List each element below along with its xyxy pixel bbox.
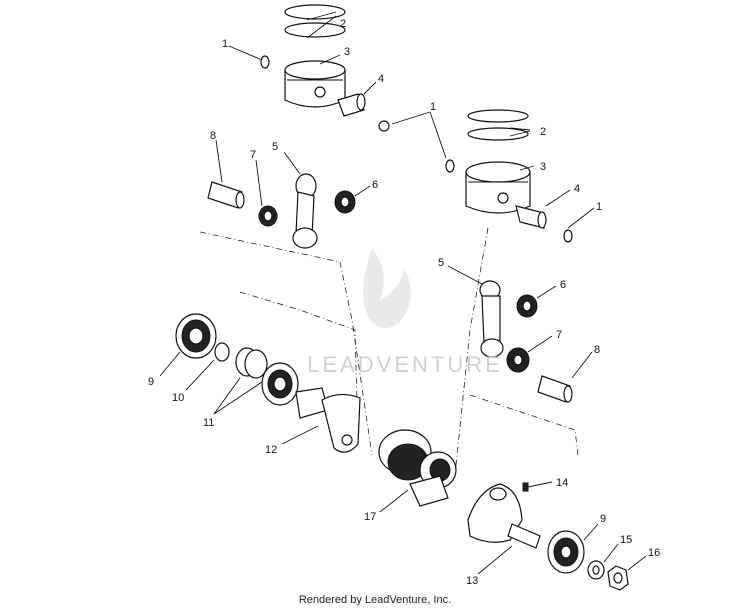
piston-upper-left xyxy=(284,60,346,108)
callout-10: 10 xyxy=(172,392,184,404)
callout-13: 13 xyxy=(466,575,478,587)
crankshaft-right-half xyxy=(467,483,541,549)
watermark-text: LEADVENTURE xyxy=(307,352,503,377)
callout-8: 8 xyxy=(594,344,600,356)
main-bearing-left-inner xyxy=(261,362,299,406)
needle-bearing-left-lower xyxy=(258,205,278,227)
callout-2: 2 xyxy=(340,18,346,30)
callout-16: 16 xyxy=(648,547,660,559)
callout-6: 6 xyxy=(372,179,378,191)
callout-3: 3 xyxy=(344,46,350,58)
callout-2: 2 xyxy=(540,126,546,138)
callout-9: 9 xyxy=(148,376,154,388)
callout-4: 4 xyxy=(378,73,384,85)
callout-17: 17 xyxy=(364,511,376,523)
watermark-flame-icon xyxy=(363,248,412,328)
callout-7: 7 xyxy=(556,329,562,341)
circlip-upper-right-b xyxy=(563,229,573,243)
wrist-pin-right xyxy=(537,375,573,403)
callout-1: 1 xyxy=(222,38,228,50)
woodruff-key xyxy=(522,482,529,492)
piston-pin-upper-right xyxy=(515,205,547,229)
main-bearing-right xyxy=(547,530,585,574)
connecting-rod-left xyxy=(292,173,318,249)
callout-12: 12 xyxy=(265,444,277,456)
callout-15: 15 xyxy=(620,534,632,546)
piston-pin-upper-left xyxy=(337,93,366,117)
callout-6: 6 xyxy=(560,279,566,291)
crankshaft-center-assembly xyxy=(378,429,457,507)
crankshaft-left-half xyxy=(295,387,361,453)
callout-7: 7 xyxy=(250,149,256,161)
callout-labels: 2 1 3 4 1 2 3 4 1 8 7 5 6 5 6 7 8 9 10 1… xyxy=(148,18,660,587)
needle-bearing-right-lower xyxy=(506,347,530,373)
circlip-upper-left-b xyxy=(378,120,390,132)
callout-8: 8 xyxy=(210,130,216,142)
callout-1: 1 xyxy=(430,101,436,113)
needle-bearing-left-upper xyxy=(334,190,356,214)
connecting-rod-right xyxy=(479,280,504,358)
callout-9: 9 xyxy=(600,513,606,525)
wrist-pin-left xyxy=(207,181,245,209)
callout-5: 5 xyxy=(438,257,444,269)
circlip-upper-left-a xyxy=(260,55,270,69)
assembly-centerlines xyxy=(199,227,579,476)
callout-11: 11 xyxy=(203,417,214,429)
callout-4: 4 xyxy=(574,183,580,195)
callout-3: 3 xyxy=(540,161,546,173)
callout-14: 14 xyxy=(556,477,568,489)
circlip-upper-right-a xyxy=(445,159,455,173)
callout-1: 1 xyxy=(596,201,602,213)
leader-lines xyxy=(159,11,647,575)
piston-upper-right xyxy=(465,161,531,214)
hex-nut xyxy=(607,565,629,591)
main-bearing-left-outer xyxy=(175,313,217,359)
needle-bearing-right-upper xyxy=(516,294,538,318)
piston-rings-upper-left xyxy=(284,4,346,38)
spacer-washer-left xyxy=(214,342,230,362)
lock-washer xyxy=(587,560,605,580)
footer-credit: Rendered by LeadVenture, Inc. xyxy=(298,594,452,606)
snap-rings-left xyxy=(235,347,268,379)
callout-5: 5 xyxy=(272,141,278,153)
piston-rings-upper-right xyxy=(467,109,529,141)
